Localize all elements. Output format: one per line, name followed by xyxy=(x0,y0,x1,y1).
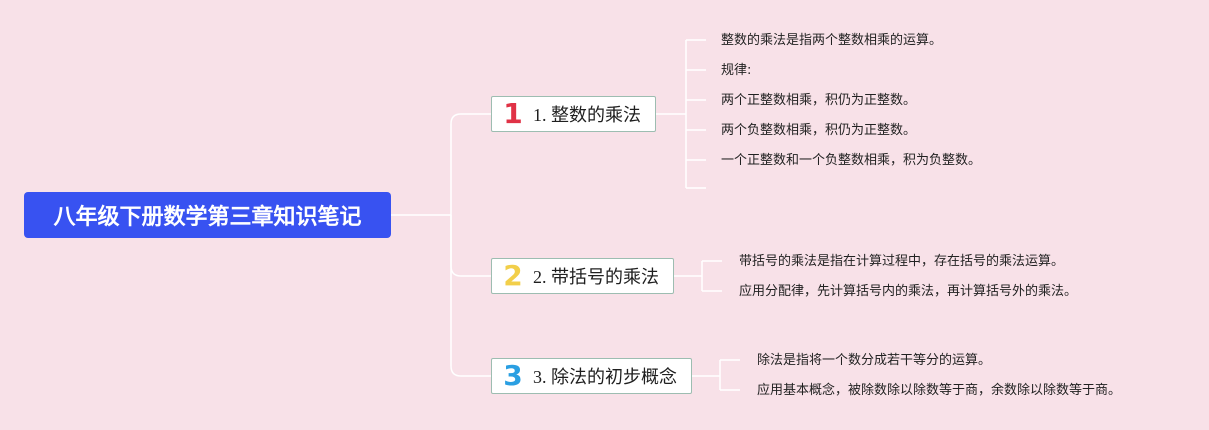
number-one-icon: 1 xyxy=(503,97,523,130)
branch-connector-2 xyxy=(450,215,491,277)
leaf-1-5[interactable]: 一个正整数和一个负整数相乘，积为负整数。 xyxy=(721,153,982,168)
leaf-1-1[interactable]: 整数的乘法是指两个整数相乘的运算。 xyxy=(721,33,943,48)
branch-connector-1 xyxy=(450,113,491,215)
root-title: 八年级下册数学第三章知识笔记 xyxy=(53,205,362,230)
leaf-connector-group-1 xyxy=(656,39,706,189)
branch-topic-1[interactable]: 1 1. 整数的乘法 xyxy=(491,96,656,132)
leaf-1-3[interactable]: 两个正整数相乘，积仍为正整数。 xyxy=(721,93,917,108)
leaf-2-2[interactable]: 应用分配律，先计算括号内的乘法，再计算括号外的乘法。 xyxy=(739,284,1078,299)
branch-label-3: 3. 除法的初步概念 xyxy=(533,367,677,387)
leaf-2-1[interactable]: 带括号的乘法是指在计算过程中，存在括号的乘法运算。 xyxy=(739,254,1065,269)
leaf-1-2[interactable]: 规律: xyxy=(721,63,752,78)
branch-topic-3[interactable]: 3 3. 除法的初步概念 xyxy=(491,358,692,394)
root-topic[interactable]: 八年级下册数学第三章知识笔记 xyxy=(24,192,391,238)
branch-connector-3 xyxy=(450,215,491,377)
number-two-icon: 2 xyxy=(503,259,523,292)
branch-label-2: 2. 带括号的乘法 xyxy=(533,267,659,287)
leaf-connector-group-3 xyxy=(692,359,740,391)
branch-label-1: 1. 整数的乘法 xyxy=(533,105,641,125)
leaf-3-1[interactable]: 除法是指将一个数分成若干等分的运算。 xyxy=(757,353,992,368)
leaf-connector-group-2 xyxy=(674,260,722,292)
branch-topic-2[interactable]: 2 2. 带括号的乘法 xyxy=(491,258,674,294)
leaf-3-2[interactable]: 应用基本概念，被除数除以除数等于商，余数除以除数等于商。 xyxy=(757,383,1122,398)
number-three-icon: 3 xyxy=(503,359,523,392)
leaf-1-4[interactable]: 两个负整数相乘，积仍为正整数。 xyxy=(721,123,917,138)
